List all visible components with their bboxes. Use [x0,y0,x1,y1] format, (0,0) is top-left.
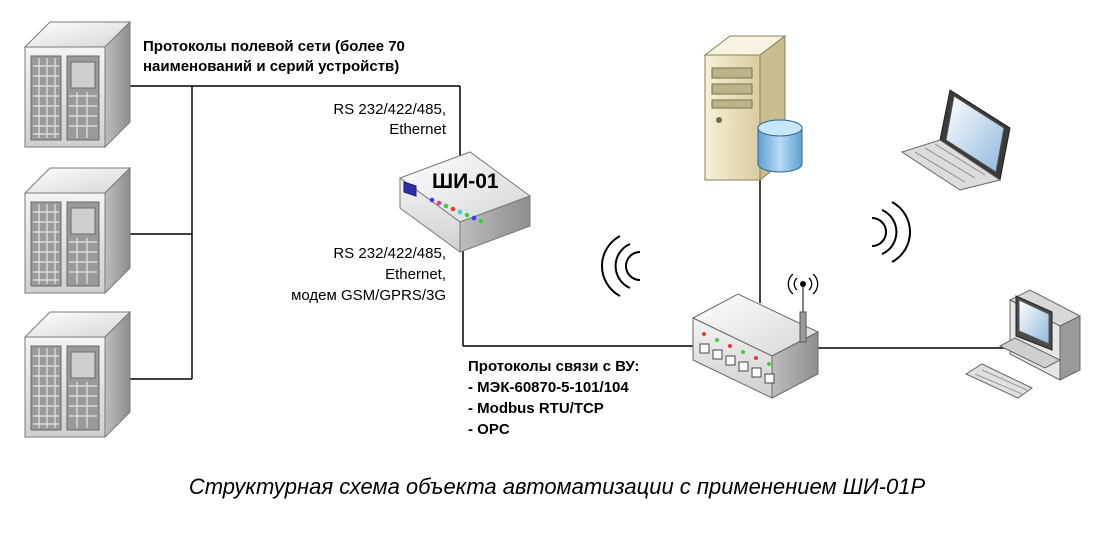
field-device-icon [24,21,131,148]
upper-protocols-item: - МЭК-60870-5-101/104 [468,379,629,396]
desktop-computer-icon [964,289,1082,399]
wireless-router-icon [691,273,820,399]
upper-protocols-item: - OPC [468,421,510,438]
upper-interfaces-line2: Ethernet [389,121,446,138]
field-bus-lines [130,85,1010,380]
upper-interfaces-line1: RS 232/422/485, [333,101,446,118]
upper-protocols-title: Протоколы связи с ВУ: [468,358,640,375]
lower-interfaces-line3: модем GSM/GPRS/3G [291,287,446,304]
field-protocols-line2: наименований и серий устройств) [143,58,400,75]
figure-caption: Структурная схема объекта автоматизации … [188,474,926,499]
wireless-signal-icon [871,201,911,263]
converter-device-icon [398,151,532,253]
upper-protocols-item: - Modbus RTU/TCP [468,400,604,417]
converter-device-label: ШИ-01 [432,170,499,193]
wireless-signal-icon [601,235,641,297]
lower-interfaces-line2: Ethernet, [385,266,446,283]
lower-interfaces-line1: RS 232/422/485, [333,245,446,262]
field-protocols-line1: Протоколы полевой сети (более 70 [143,38,405,55]
laptop-icon [900,89,1011,191]
database-server-icon [703,34,803,182]
field-device-icon [24,311,131,438]
field-device-icon [24,167,131,294]
